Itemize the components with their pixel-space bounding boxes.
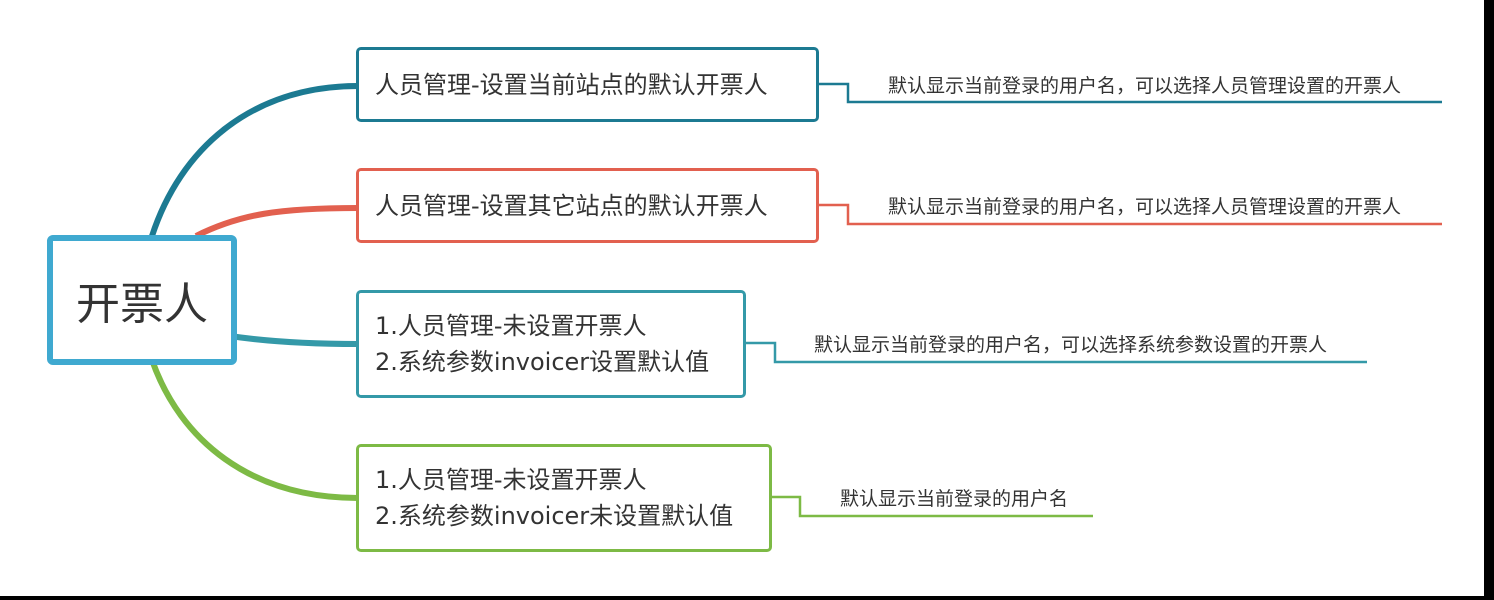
- connector-root-to-branch-4: [149, 359, 359, 501]
- connector-branch-2-to-note: [818, 203, 1442, 226]
- connector-root-to-branch-2: [194, 205, 359, 239]
- root-topic-label: 开票人: [76, 279, 208, 330]
- branch-1-line-1: 人员管理-设置当前站点的默认开票人: [375, 70, 768, 99]
- branch-3-line-2: 2.系统参数invoicer设置默认值: [375, 348, 710, 376]
- branch-4-line-2: 2.系统参数invoicer未设置默认值: [375, 502, 734, 530]
- connector-root-to-branch-3: [229, 333, 359, 347]
- connector-branch-1-to-note: [818, 82, 1442, 104]
- branch-4-note: 默认显示当前登录的用户名: [840, 488, 1069, 510]
- branch-4-line-1: 1.人员管理-未设置开票人: [375, 466, 647, 494]
- branch-2-topic[interactable]: 人员管理-设置其它站点的默认开票人: [356, 168, 819, 243]
- branch-2-note: 默认显示当前登录的用户名，可以选择人员管理设置的开票人: [888, 196, 1402, 218]
- connector-branch-4-to-note: [770, 495, 1093, 518]
- branch-3-note: 默认显示当前登录的用户名，可以选择系统参数设置的开票人: [814, 334, 1328, 356]
- branch-1-note: 默认显示当前登录的用户名，可以选择人员管理设置的开票人: [888, 75, 1402, 97]
- connector-branch-3-to-note: [744, 341, 1367, 364]
- branch-4-topic[interactable]: 1.人员管理-未设置开票人 2.系统参数invoicer未设置默认值: [356, 444, 772, 552]
- branch-3-topic[interactable]: 1.人员管理-未设置开票人 2.系统参数invoicer设置默认值: [356, 290, 746, 398]
- branch-2-line-1: 人员管理-设置其它站点的默认开票人: [375, 191, 768, 220]
- root-topic[interactable]: 开票人: [47, 235, 237, 365]
- branch-3-line-1: 1.人员管理-未设置开票人: [375, 312, 647, 340]
- connector-root-to-branch-1: [149, 83, 359, 237]
- branch-1-topic[interactable]: 人员管理-设置当前站点的默认开票人: [356, 47, 819, 122]
